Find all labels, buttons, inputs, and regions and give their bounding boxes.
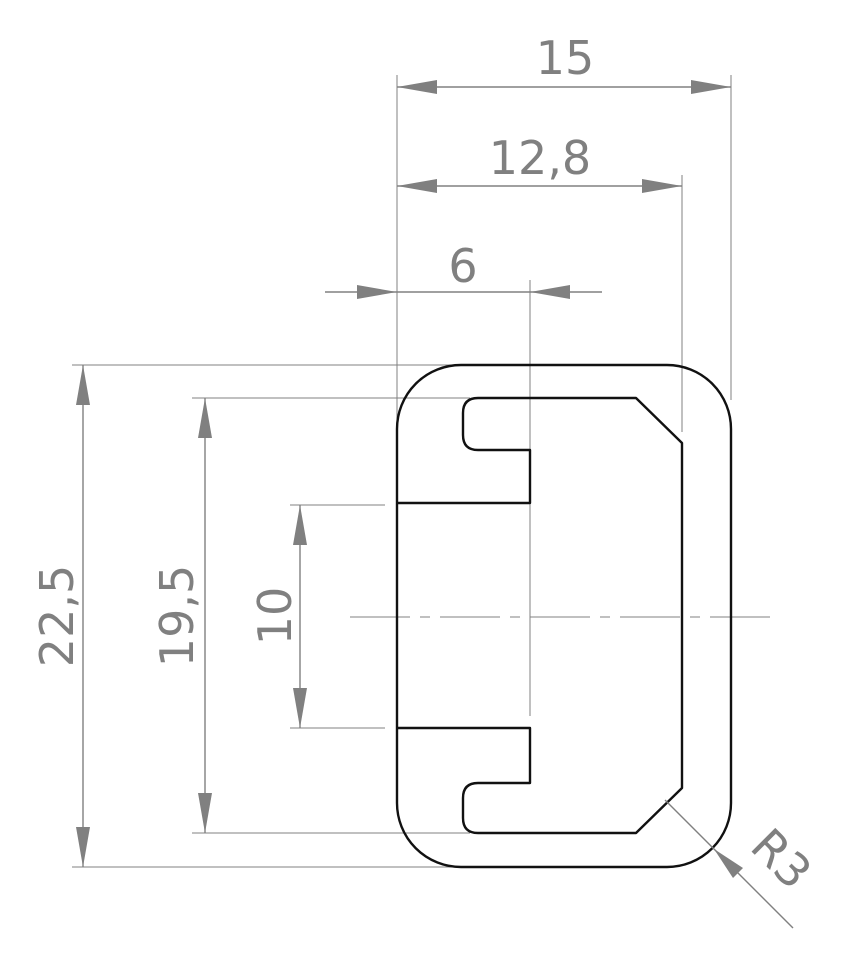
dimension-label: 10: [248, 587, 302, 646]
extension-lines: [72, 75, 732, 868]
rail-profile: [395, 363, 733, 869]
dimension-label: 19,5: [150, 565, 204, 667]
dimension-overall-width: 15: [397, 31, 731, 94]
dimension-overall-height: 22,5: [30, 365, 90, 867]
dimension-slot-depth: 6: [325, 239, 602, 299]
inner-contour: [397, 396, 684, 835]
outer-contour: [395, 363, 733, 869]
dimension-inner-height: 19,5: [150, 398, 212, 833]
dimension-label: 12,8: [489, 131, 591, 185]
dimension-label: 15: [536, 31, 595, 85]
dimension-label: 22,5: [30, 565, 84, 667]
dimension-slot-opening: 10: [248, 505, 307, 728]
dimension-inner-width: 12,8: [397, 131, 682, 193]
dimension-label: 6: [448, 239, 477, 293]
